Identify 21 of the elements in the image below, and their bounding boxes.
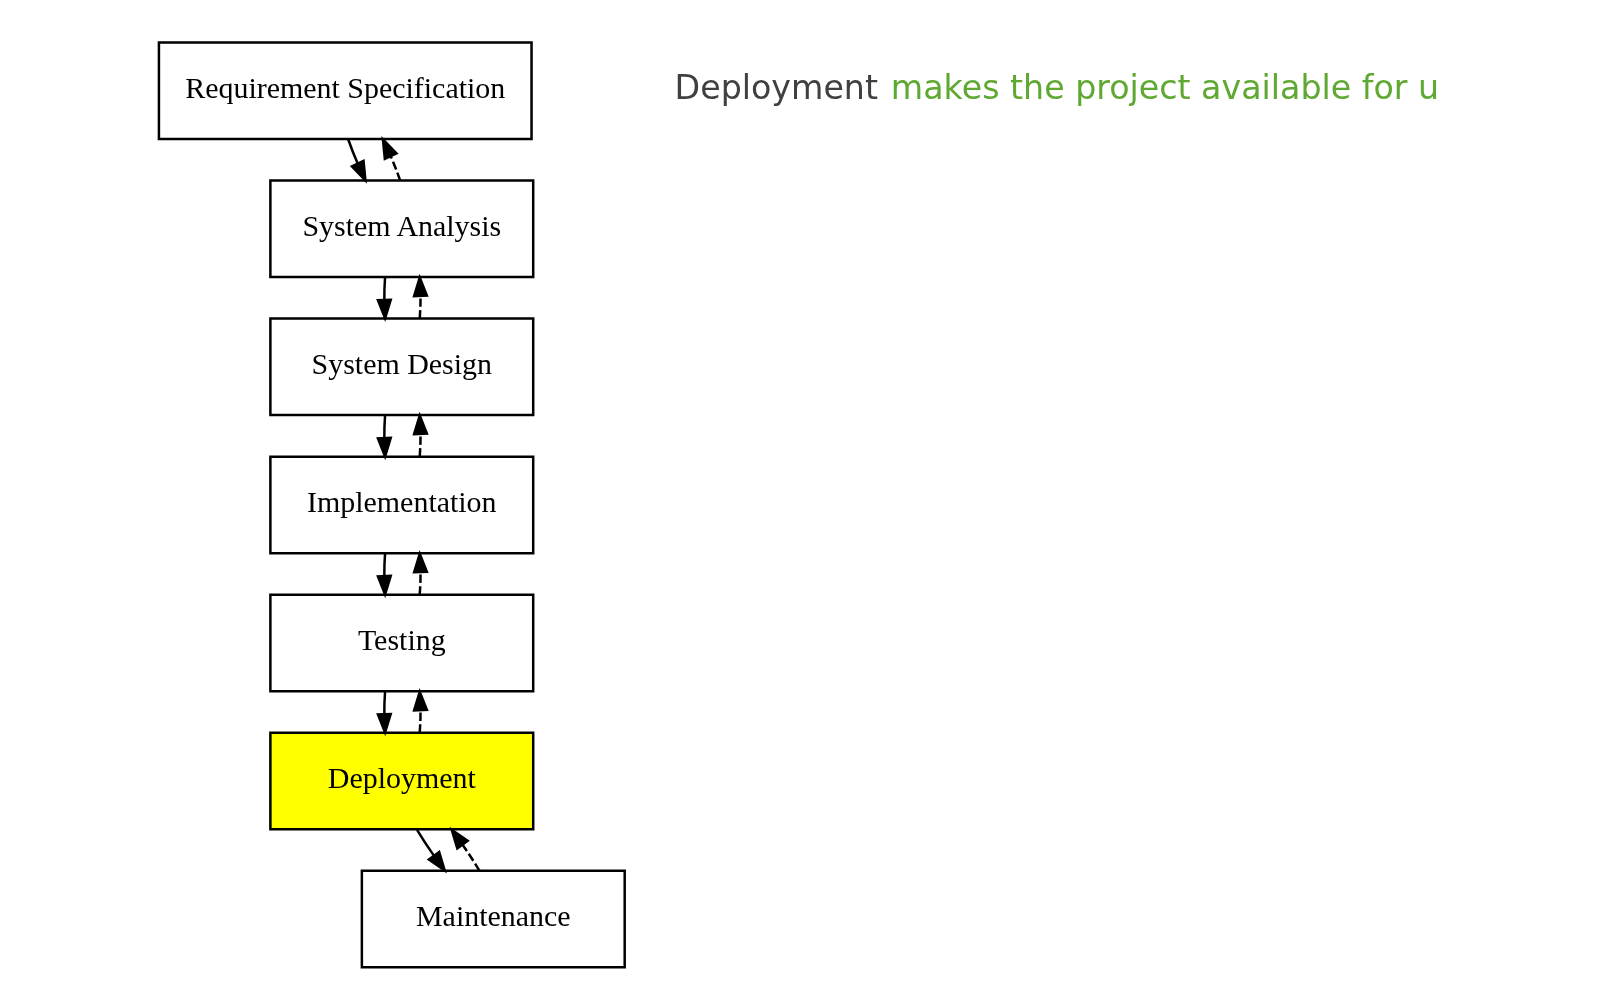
arrow [375, 276, 392, 322]
arrow [411, 411, 429, 456]
node-box: Deployment [268, 731, 534, 831]
arrow [375, 691, 392, 736]
arrow [380, 135, 401, 181]
node-box: Implementation [268, 454, 534, 554]
arrow [375, 553, 392, 598]
label: makes the project available for u [890, 67, 1439, 107]
arrow [411, 687, 429, 733]
label: Deployment [674, 67, 878, 107]
node-box: System Analysis [268, 178, 534, 278]
arrow [411, 273, 429, 318]
node-box: Requirement Specification [157, 40, 533, 140]
arrow [346, 138, 367, 184]
node-box: Maintenance [360, 869, 626, 969]
node-box: System Design [268, 316, 534, 416]
node-box: Testing [268, 593, 534, 692]
arrow [415, 828, 447, 874]
arrow [375, 415, 392, 460]
arrow [411, 549, 429, 594]
arrow [449, 826, 480, 871]
